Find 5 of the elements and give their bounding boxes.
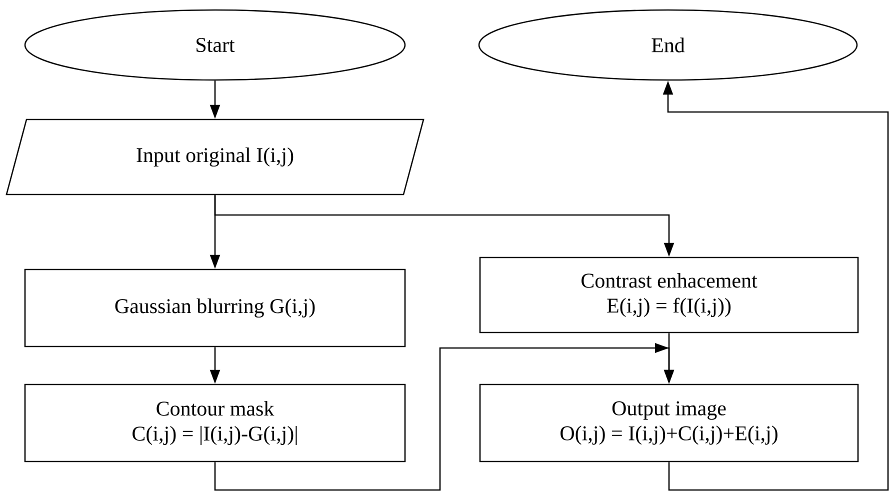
input-parallelogram: Input original I(i,j)	[6, 118, 424, 196]
process-box: Contour mask C(i,j) = |I(i,j)-G(i,j)|	[24, 384, 406, 462]
process-box: Contrast enhacement E(i,j) = f(I(i,j))	[479, 256, 859, 334]
process-box: Output image O(i,j) = I(i,j)+C(i,j)+E(i,j)	[479, 384, 859, 462]
process-box: Gaussian blurring G(i,j)	[24, 268, 406, 348]
